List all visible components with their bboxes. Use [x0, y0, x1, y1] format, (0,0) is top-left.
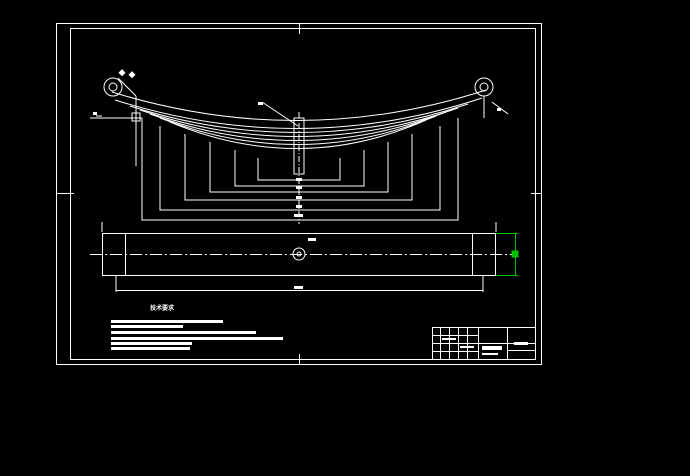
- technical-notes-lines: [111, 320, 283, 350]
- leaf-spring-plan-view: [90, 222, 518, 292]
- dimension-marks: [93, 69, 501, 289]
- centering-marks: [56, 23, 542, 365]
- leaf-spring-front-view: [90, 77, 509, 224]
- selected-dimension[interactable]: [496, 233, 519, 276]
- notes-heading: 技术要求: [150, 305, 175, 312]
- title-block-text-marks: [442, 338, 528, 355]
- title-block: [432, 327, 536, 360]
